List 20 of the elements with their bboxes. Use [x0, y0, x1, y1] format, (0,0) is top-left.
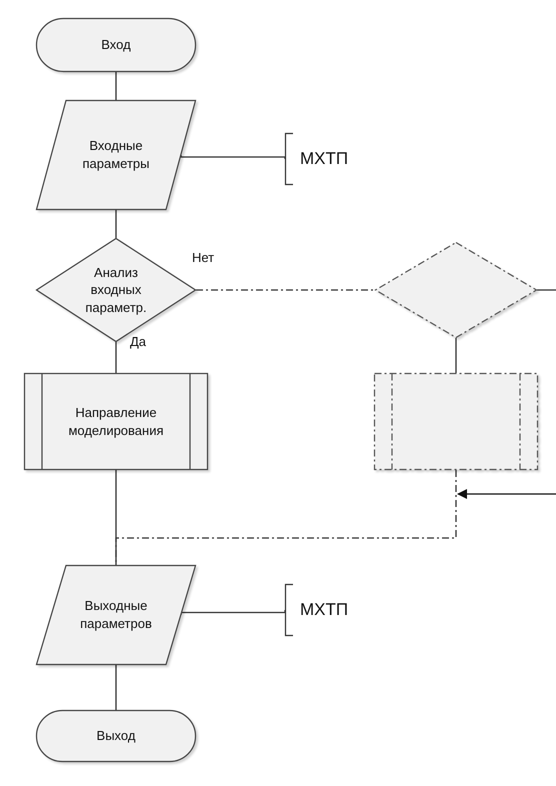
connector-line — [115, 665, 117, 710]
connector-line — [180, 155, 286, 159]
connector-line — [115, 72, 117, 100]
annotation-text: МХТП — [300, 598, 348, 621]
connector-line — [115, 342, 117, 373]
dash-dot-connector — [196, 289, 375, 291]
node-label: Входные параметры — [82, 137, 150, 173]
node-label: Выходные параметров — [79, 597, 153, 633]
connector-line — [180, 610, 286, 615]
node-label: Выход — [96, 727, 136, 745]
connector-line — [115, 470, 117, 565]
annotation-text: МХТП — [300, 148, 348, 170]
connector-line — [537, 289, 556, 291]
connector-line — [455, 338, 457, 373]
node-label: Вход — [101, 36, 131, 54]
node-label: Направление моделирования — [67, 404, 165, 440]
edge-label: Нет — [192, 250, 214, 265]
connector-line — [115, 210, 117, 238]
edge-label: Да — [130, 334, 146, 349]
node-label: Анализ входных параметр. — [84, 264, 148, 316]
